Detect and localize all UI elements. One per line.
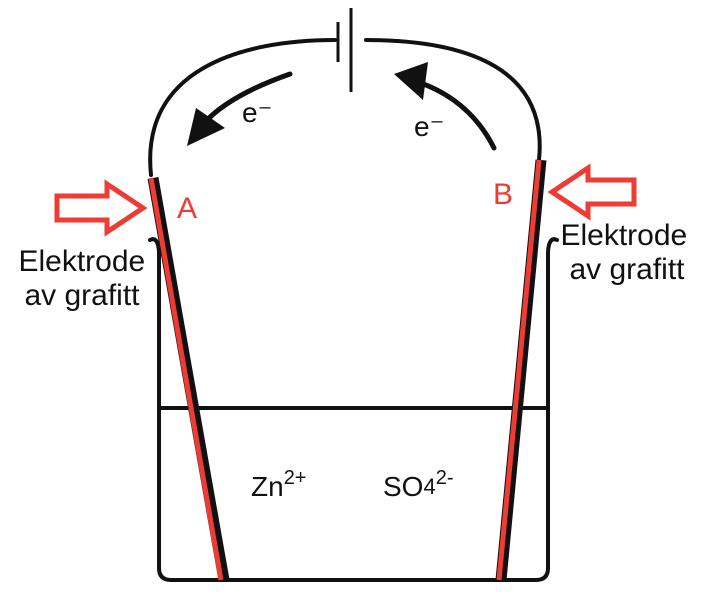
right-caption: Elektrode av grafitt xyxy=(560,219,695,286)
sulfate-subscript: 4 xyxy=(423,474,435,499)
sulfate-charge: 2- xyxy=(436,467,454,489)
electrode-b-label: B xyxy=(493,178,513,211)
right-caption-line2: av grafitt xyxy=(569,253,685,286)
sulfate-ion: SO42- xyxy=(383,467,454,502)
zinc-ion: Zn2+ xyxy=(251,467,307,502)
left-caption-line2: av grafitt xyxy=(24,279,140,312)
electron-label-left: e⁻ xyxy=(242,97,272,128)
electron-label-right: e⁻ xyxy=(414,111,444,142)
left-caption-line1: Elektrode xyxy=(18,245,145,278)
wire-right xyxy=(364,38,542,162)
right-caption-line1: Elektrode xyxy=(560,219,687,252)
beaker xyxy=(148,237,559,582)
left-caption: Elektrode av grafitt xyxy=(18,245,153,312)
electrode-a xyxy=(147,177,230,581)
electron-arrow-left xyxy=(187,71,293,146)
wire-left xyxy=(148,38,337,177)
electrode-a-label: A xyxy=(177,192,197,225)
zinc-symbol: Zn xyxy=(251,471,284,502)
sulfate-symbol: SO xyxy=(383,471,423,502)
hollow-arrow-left-icon xyxy=(547,163,637,221)
battery-icon xyxy=(336,8,353,92)
zinc-charge: 2+ xyxy=(284,467,307,489)
hollow-arrow-right-icon xyxy=(54,179,148,237)
electron-arrow-right xyxy=(394,62,497,151)
electrode-b xyxy=(495,159,547,581)
